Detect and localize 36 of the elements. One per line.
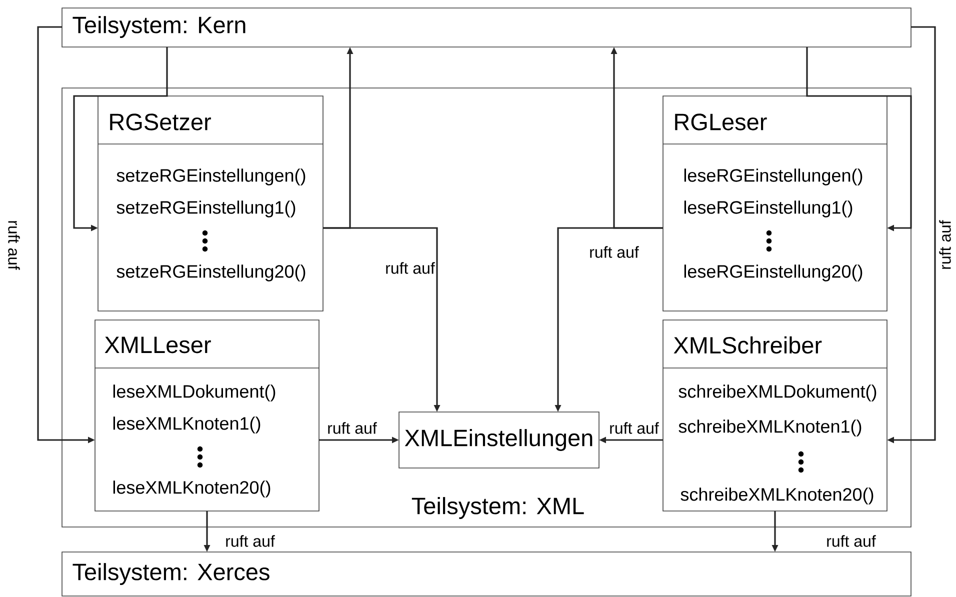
class-box — [98, 96, 324, 312]
box-title: XMLEinstellungen — [404, 429, 592, 451]
method-name: leseXMLKnoten1() — [113, 416, 260, 434]
edge-label: ruft auf — [224, 534, 276, 548]
class-box — [662, 320, 888, 512]
method-name: schreibeXMLKnoten20() — [680, 488, 874, 504]
method-name: setzeRGEinstellungen() — [116, 168, 306, 186]
edge-label: ruft auf — [938, 219, 952, 271]
box-title: Teilsystem: Xerces — [72, 563, 270, 585]
method-name: leseXMLDokument() — [113, 384, 276, 402]
edge-label: ruft auf — [588, 245, 640, 259]
method-name: leseRGEinstellung1() — [684, 200, 852, 218]
method-name: leseRGEinstellung20() — [684, 264, 862, 282]
method-name: schreibeXMLDokument() — [678, 384, 876, 402]
edge-label: ruft auf — [608, 421, 660, 435]
box-title: Teilsystem: Kern — [72, 16, 246, 38]
arrow — [806, 47, 912, 232]
method-name: leseRGEinstellungen() — [684, 168, 862, 186]
method-name: leseXMLKnoten20() — [113, 480, 270, 498]
edge-label: ruft auf — [825, 534, 877, 548]
method-name: schreibeXMLKnoten1() — [678, 420, 862, 436]
method-name: setzeRGEinstellung20() — [116, 264, 306, 282]
edge-label: ruft auf — [326, 421, 378, 435]
method-name: setzeRGEinstellung1() — [116, 200, 296, 218]
class-name: XMLSchreiber — [674, 336, 822, 354]
subsystem-box — [62, 8, 912, 48]
class-name: RGSetzer — [110, 114, 211, 130]
subsystem-box — [62, 552, 912, 596]
edge-label: ruft auf — [384, 261, 436, 275]
edge-label: ruft auf — [7, 219, 21, 271]
class-box — [662, 96, 888, 312]
class-box — [398, 412, 600, 468]
class-name: RGLeser — [675, 114, 767, 130]
box-title: Teilsystem: XML — [412, 497, 584, 519]
class-box — [94, 320, 320, 512]
class-name: XMLLeser — [104, 336, 211, 354]
